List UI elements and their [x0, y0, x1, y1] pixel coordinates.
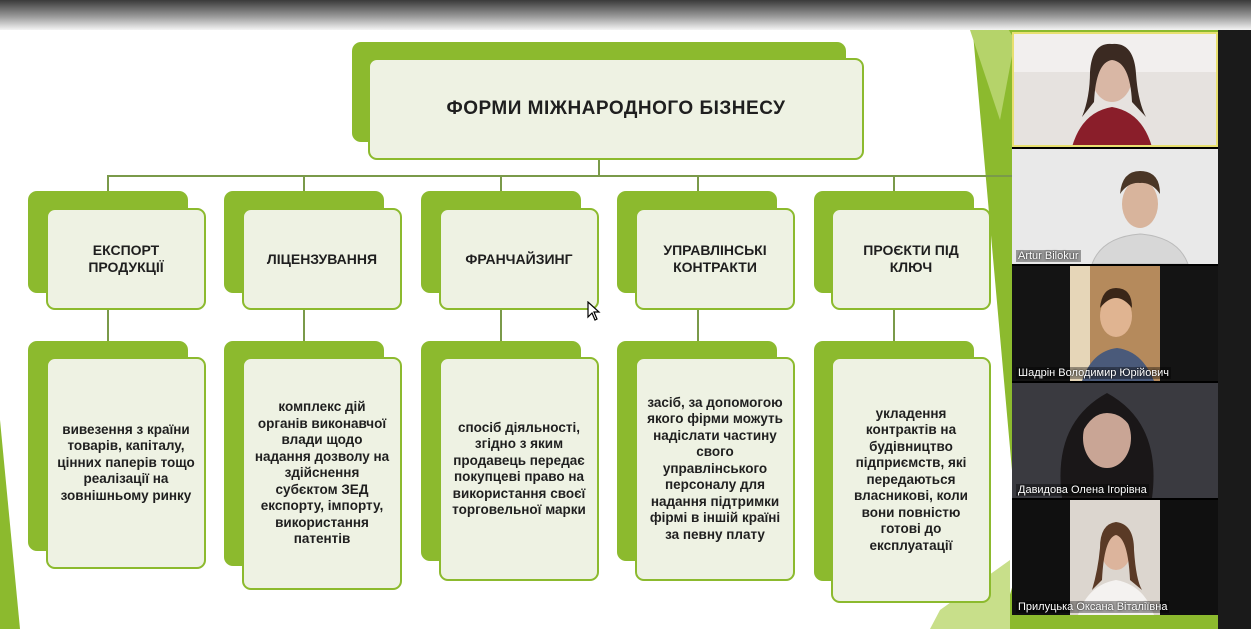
participant-video-avatar: [1012, 500, 1218, 615]
description-management-contracts-text: засіб, за допомогою якого фірми можуть н…: [647, 394, 783, 542]
connector-cat-0: [107, 175, 109, 193]
participant-tile[interactable]: [1012, 32, 1218, 147]
description-export-text: вивезення з країни товарів, капіталу, ці…: [57, 421, 195, 503]
participant-name: Шадрін Володимир Юрійович: [1016, 367, 1172, 379]
slide-title-text: ФОРМИ МІЖНАРОДНОГО БІЗНЕСУ: [446, 98, 786, 119]
participant-name: Прилуцька Оксана Віталіївна: [1016, 601, 1170, 613]
participant-video-avatar: [1012, 149, 1218, 264]
participant-tile[interactable]: Давидова Олена Ігорівна: [1012, 383, 1218, 498]
participant-tile[interactable]: Шадрін Володимир Юрійович: [1012, 266, 1218, 381]
mouse-cursor-icon: [587, 301, 601, 321]
participant-video-avatar: [1012, 266, 1218, 381]
participant-tile[interactable]: Artur Bilokur: [1012, 149, 1218, 264]
connector-desc-2: [500, 308, 502, 342]
connector-desc-4: [893, 308, 895, 342]
description-franchising: спосіб діяльності, згідно з яким продаве…: [439, 357, 599, 581]
category-licensing-label: ЛІЦЕНЗУВАННЯ: [266, 250, 378, 267]
connector-title: [598, 160, 600, 176]
description-licensing-text: комплекс дій органів виконавчої влади що…: [254, 399, 390, 547]
connector-desc-0: [107, 308, 109, 342]
participants-panel: Artur Bilokur Шадрін Володимир Юрійович …: [1012, 32, 1218, 615]
connector-desc-3: [697, 308, 699, 342]
description-turnkey: укладення контрактів на будівництво підп…: [831, 357, 991, 603]
description-turnkey-text: укладення контрактів на будівництво підп…: [854, 405, 968, 553]
connector-desc-1: [303, 308, 305, 342]
slide-title: ФОРМИ МІЖНАРОДНОГО БІЗНЕСУ: [368, 58, 864, 160]
participant-name: Давидова Олена Ігорівна: [1016, 484, 1149, 496]
connector-cat-3: [697, 175, 699, 193]
connector-cat-4: [893, 175, 895, 193]
connector-cat-1: [303, 175, 305, 193]
participant-name: Artur Bilokur: [1016, 250, 1081, 262]
participant-video-avatar: [1012, 32, 1218, 147]
participant-video-avatar: [1012, 383, 1218, 498]
connector-horizontal: [107, 175, 1012, 177]
category-franchising: ФРАНЧАЙЗИНГ: [439, 208, 599, 310]
category-franchising-label: ФРАНЧАЙЗИНГ: [465, 250, 573, 267]
description-management-contracts: засіб, за допомогою якого фірми можуть н…: [635, 357, 795, 581]
category-licensing: ЛІЦЕНЗУВАННЯ: [242, 208, 402, 310]
window-title-bar: [0, 0, 1251, 30]
description-franchising-text: спосіб діяльності, згідно з яким продаве…: [452, 419, 586, 518]
description-licensing: комплекс дій органів виконавчої влади що…: [242, 357, 402, 590]
description-export: вивезення з країни товарів, капіталу, ці…: [46, 357, 206, 569]
participant-tile[interactable]: Прилуцька Оксана Віталіївна: [1012, 500, 1218, 615]
connector-cat-2: [500, 175, 502, 193]
